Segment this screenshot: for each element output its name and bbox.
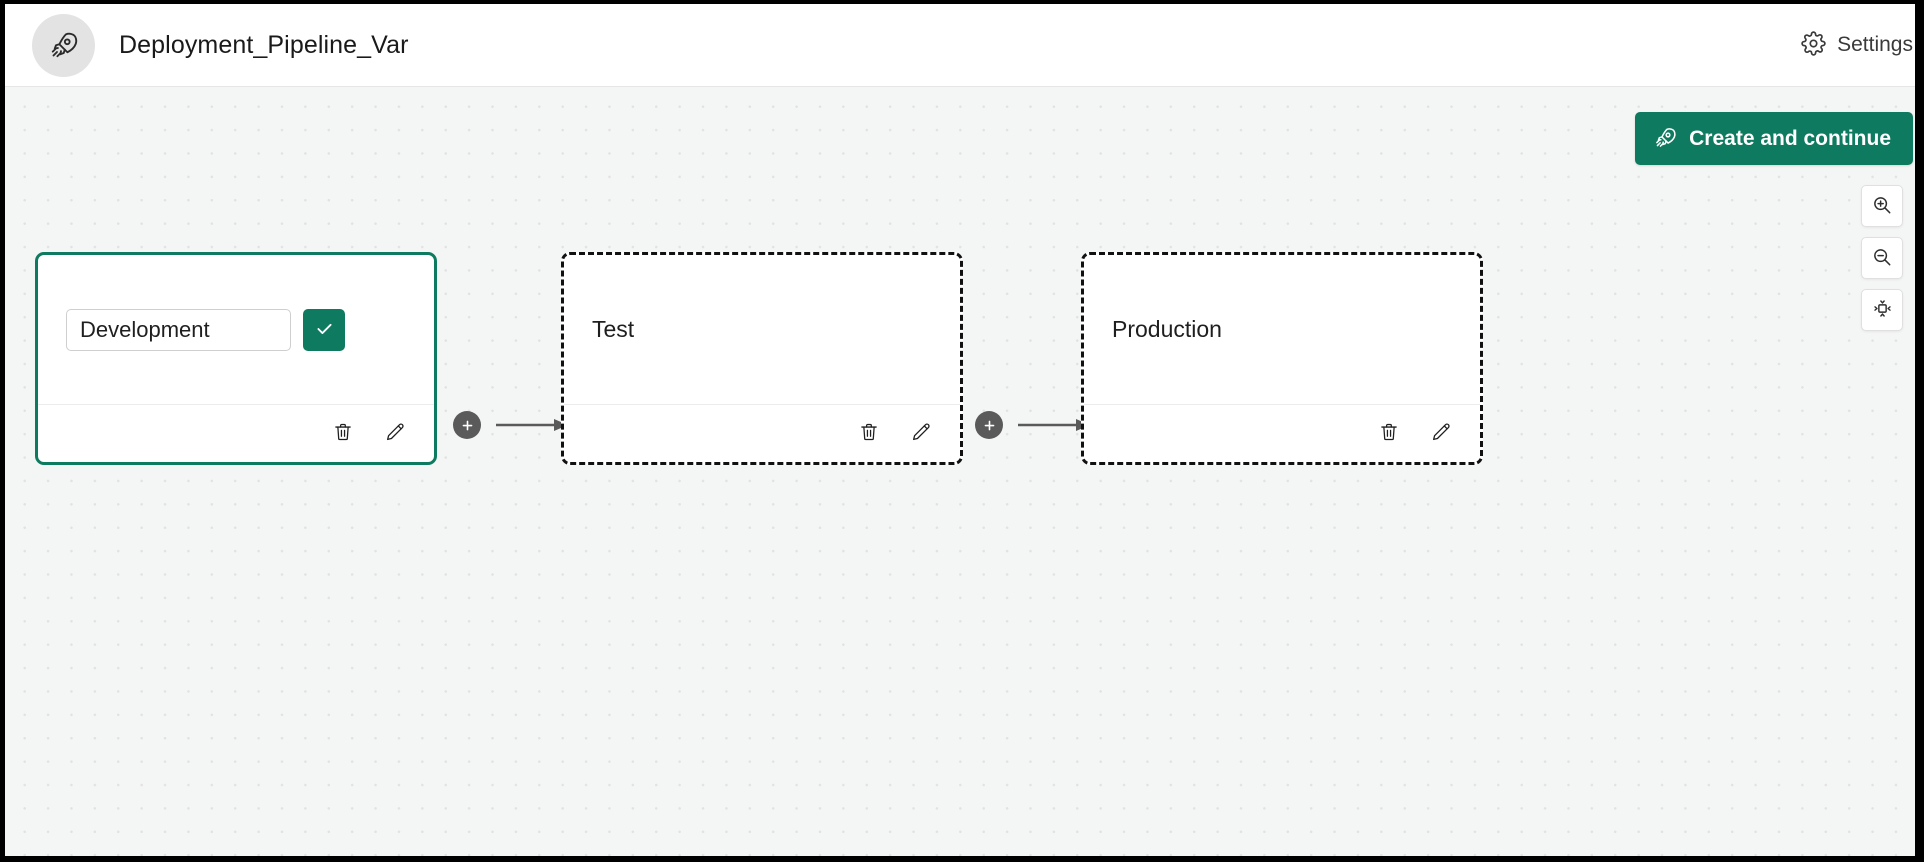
view-controls [1861,185,1903,331]
node-footer [1084,404,1480,462]
node-body [38,255,434,404]
edit-node-button[interactable] [382,419,408,448]
edit-node-button[interactable] [1428,419,1454,448]
page-title: Deployment_Pipeline_Var [119,30,409,59]
confirm-name-button[interactable] [303,308,345,351]
zoom-in-icon [1871,194,1893,219]
zoom-out-icon [1871,246,1893,271]
pencil-icon [910,421,932,446]
edit-node-button[interactable] [908,419,934,448]
node-body: Production [1084,255,1480,404]
stage-name-input[interactable] [66,308,291,351]
trash-icon [858,421,880,446]
node-name-editor [66,308,345,351]
pipeline-node-development[interactable] [35,252,437,465]
create-and-continue-button[interactable]: Create and continue [1635,112,1913,165]
check-icon [314,318,335,342]
app-root: Deployment_Pipeline_Var Settings [5,4,1915,856]
app-header: Deployment_Pipeline_Var Settings [5,4,1915,87]
settings-button[interactable]: Settings [1793,25,1915,65]
zoom-in-button[interactable] [1861,185,1903,227]
node-body: Test [564,255,960,404]
connector-test-production [975,411,1094,439]
pipeline-node-test[interactable]: Test [561,252,963,465]
zoom-out-button[interactable] [1861,237,1903,279]
fit-view-button[interactable] [1861,289,1903,331]
node-label: Production [1112,316,1222,342]
flow-canvas[interactable]: Create and continue [5,87,1915,856]
pencil-icon [384,421,406,446]
settings-label: Settings [1837,33,1913,56]
delete-node-button[interactable] [1376,419,1402,448]
trash-icon [332,421,354,446]
delete-node-button[interactable] [856,419,882,448]
node-footer [38,404,434,462]
node-footer [564,404,960,462]
rocket-icon [32,13,95,77]
pencil-icon [1430,421,1452,446]
trash-icon [1378,421,1400,446]
rocket-icon [1654,126,1677,152]
pipeline-node-production[interactable]: Production [1081,252,1483,465]
gear-icon [1801,31,1826,59]
connector-development-test [453,411,572,439]
node-label: Test [592,316,635,342]
add-node-button[interactable] [975,411,1003,439]
create-button-label: Create and continue [1689,126,1891,150]
add-node-button[interactable] [453,411,481,439]
fit-view-icon [1871,297,1894,323]
delete-node-button[interactable] [330,419,356,448]
pipeline-flow: Test [5,87,1915,856]
